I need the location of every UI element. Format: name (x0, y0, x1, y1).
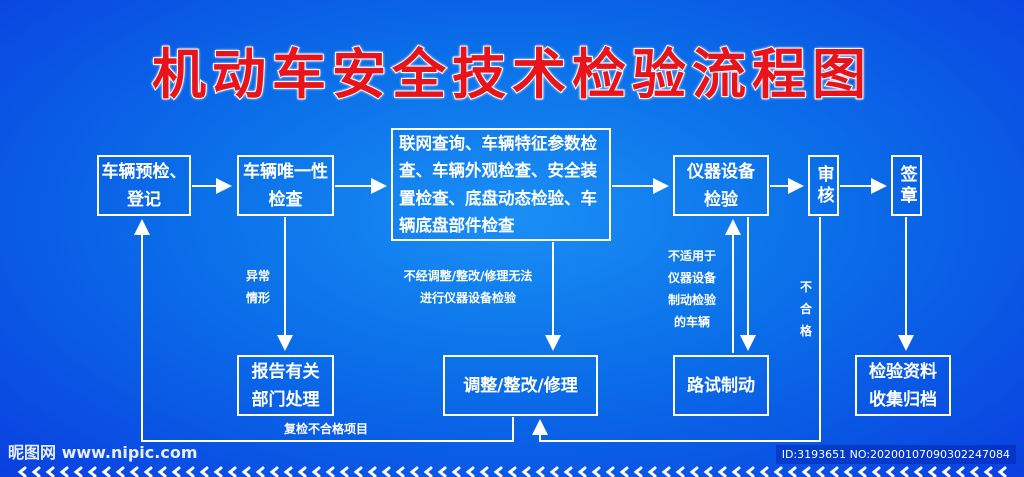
chevron-icon (395, 466, 405, 477)
chevron-icon (927, 466, 937, 477)
box-unique-check: 车辆唯一性 检查 (237, 155, 334, 216)
chevron-icon (577, 466, 587, 477)
chevron-icon (689, 466, 699, 477)
chevron-icon (605, 466, 615, 477)
chevron-border-decoration (17, 466, 1007, 477)
chevron-icon (675, 466, 685, 477)
chevron-icon (451, 466, 461, 477)
box-instrument-check: 仪器设备 检验 (673, 155, 769, 216)
chevron-icon (521, 466, 531, 477)
chevron-icon (199, 466, 209, 477)
box-archive: 检验资料 收集归档 (855, 355, 951, 416)
box-road-brake: 路试制动 (673, 355, 769, 416)
chevron-icon (661, 466, 671, 477)
chevron-icon (731, 466, 741, 477)
chevron-icon (143, 466, 153, 477)
box-precheck: 车辆预检、 登记 (97, 155, 191, 216)
watermark-id: ID:3193651 NO:20200107090302247084 (775, 445, 1016, 464)
chevron-icon (101, 466, 111, 477)
box-report: 报告有关 部门处理 (237, 355, 334, 416)
chevron-icon (283, 466, 293, 477)
label-fail: 不 合 格 (800, 280, 813, 338)
chevron-icon (157, 466, 167, 477)
chevron-icon (885, 466, 895, 477)
chevron-icon (703, 466, 713, 477)
box-sign: 签章 (891, 155, 922, 216)
chevron-icon (381, 466, 391, 477)
chevron-icon (591, 466, 601, 477)
chevron-icon (325, 466, 335, 477)
chevron-icon (493, 466, 503, 477)
box-feature-checks: 联网查询、车辆特征参数检查、车辆外观检查、安全装置检查、底盘动态检验、车辆底盘部… (391, 128, 611, 241)
chevron-icon (297, 466, 307, 477)
chevron-icon (563, 466, 573, 477)
chevron-icon (465, 466, 475, 477)
chevron-icon (353, 466, 363, 477)
page-title: 机动车安全技术检验流程图 (151, 42, 872, 107)
chevron-icon (479, 466, 489, 477)
chevron-icon (437, 466, 447, 477)
chevron-icon (171, 466, 181, 477)
chevron-icon (409, 466, 419, 477)
chevron-icon (185, 466, 195, 477)
chevron-icon (269, 466, 279, 477)
chevron-icon (913, 466, 923, 477)
label-recheck: 复检不合格项目 (284, 422, 369, 436)
chevron-icon (367, 466, 377, 477)
chevron-icon (955, 466, 965, 477)
chevron-icon (969, 466, 979, 477)
chevron-icon (997, 466, 1007, 477)
box-adjust: 调整/整改/修理 (443, 355, 598, 416)
chevron-icon (535, 466, 545, 477)
watermark-logo: 昵图网 www.nipic.com (8, 443, 198, 462)
chevron-icon (59, 466, 69, 477)
chevron-icon (241, 466, 251, 477)
chevron-icon (227, 466, 237, 477)
chevron-icon (549, 466, 559, 477)
chevron-icon (619, 466, 629, 477)
chevron-icon (843, 466, 853, 477)
arrow-adjust-recheck-to-precheck (134, 219, 514, 442)
chevron-icon (31, 466, 41, 477)
chevron-icon (941, 466, 951, 477)
label-abnormal: 异常 情形 (246, 269, 271, 305)
chevron-icon (507, 466, 517, 477)
chevron-icon (829, 466, 839, 477)
label-cannot-test: 不经调整/整改/修理无法 进行仪器设备检验 (403, 269, 533, 305)
chevron-icon (255, 466, 265, 477)
chevron-icon (115, 466, 125, 477)
label-not-applicable: 不适用于 仪器设备 制动检验 的车辆 (668, 249, 717, 329)
chevron-icon (857, 466, 867, 477)
chevron-icon (633, 466, 643, 477)
arrow-review-fail-to-adjust (532, 217, 821, 442)
box-review: 审核 (808, 155, 839, 216)
chevron-icon (759, 466, 769, 477)
chevron-icon (73, 466, 83, 477)
chevron-icon (423, 466, 433, 477)
chevron-icon (773, 466, 783, 477)
chevron-icon (815, 466, 825, 477)
chevron-icon (717, 466, 727, 477)
chevron-icon (45, 466, 55, 477)
chevron-icon (745, 466, 755, 477)
chevron-icon (899, 466, 909, 477)
chevron-icon (129, 466, 139, 477)
chevron-icon (213, 466, 223, 477)
chevron-icon (801, 466, 811, 477)
chevron-icon (647, 466, 657, 477)
chevron-icon (87, 466, 97, 477)
chevron-icon (787, 466, 797, 477)
chevron-icon (983, 466, 993, 477)
chevron-icon (17, 466, 27, 477)
chevron-icon (871, 466, 881, 477)
chevron-icon (311, 466, 321, 477)
chevron-icon (339, 466, 349, 477)
